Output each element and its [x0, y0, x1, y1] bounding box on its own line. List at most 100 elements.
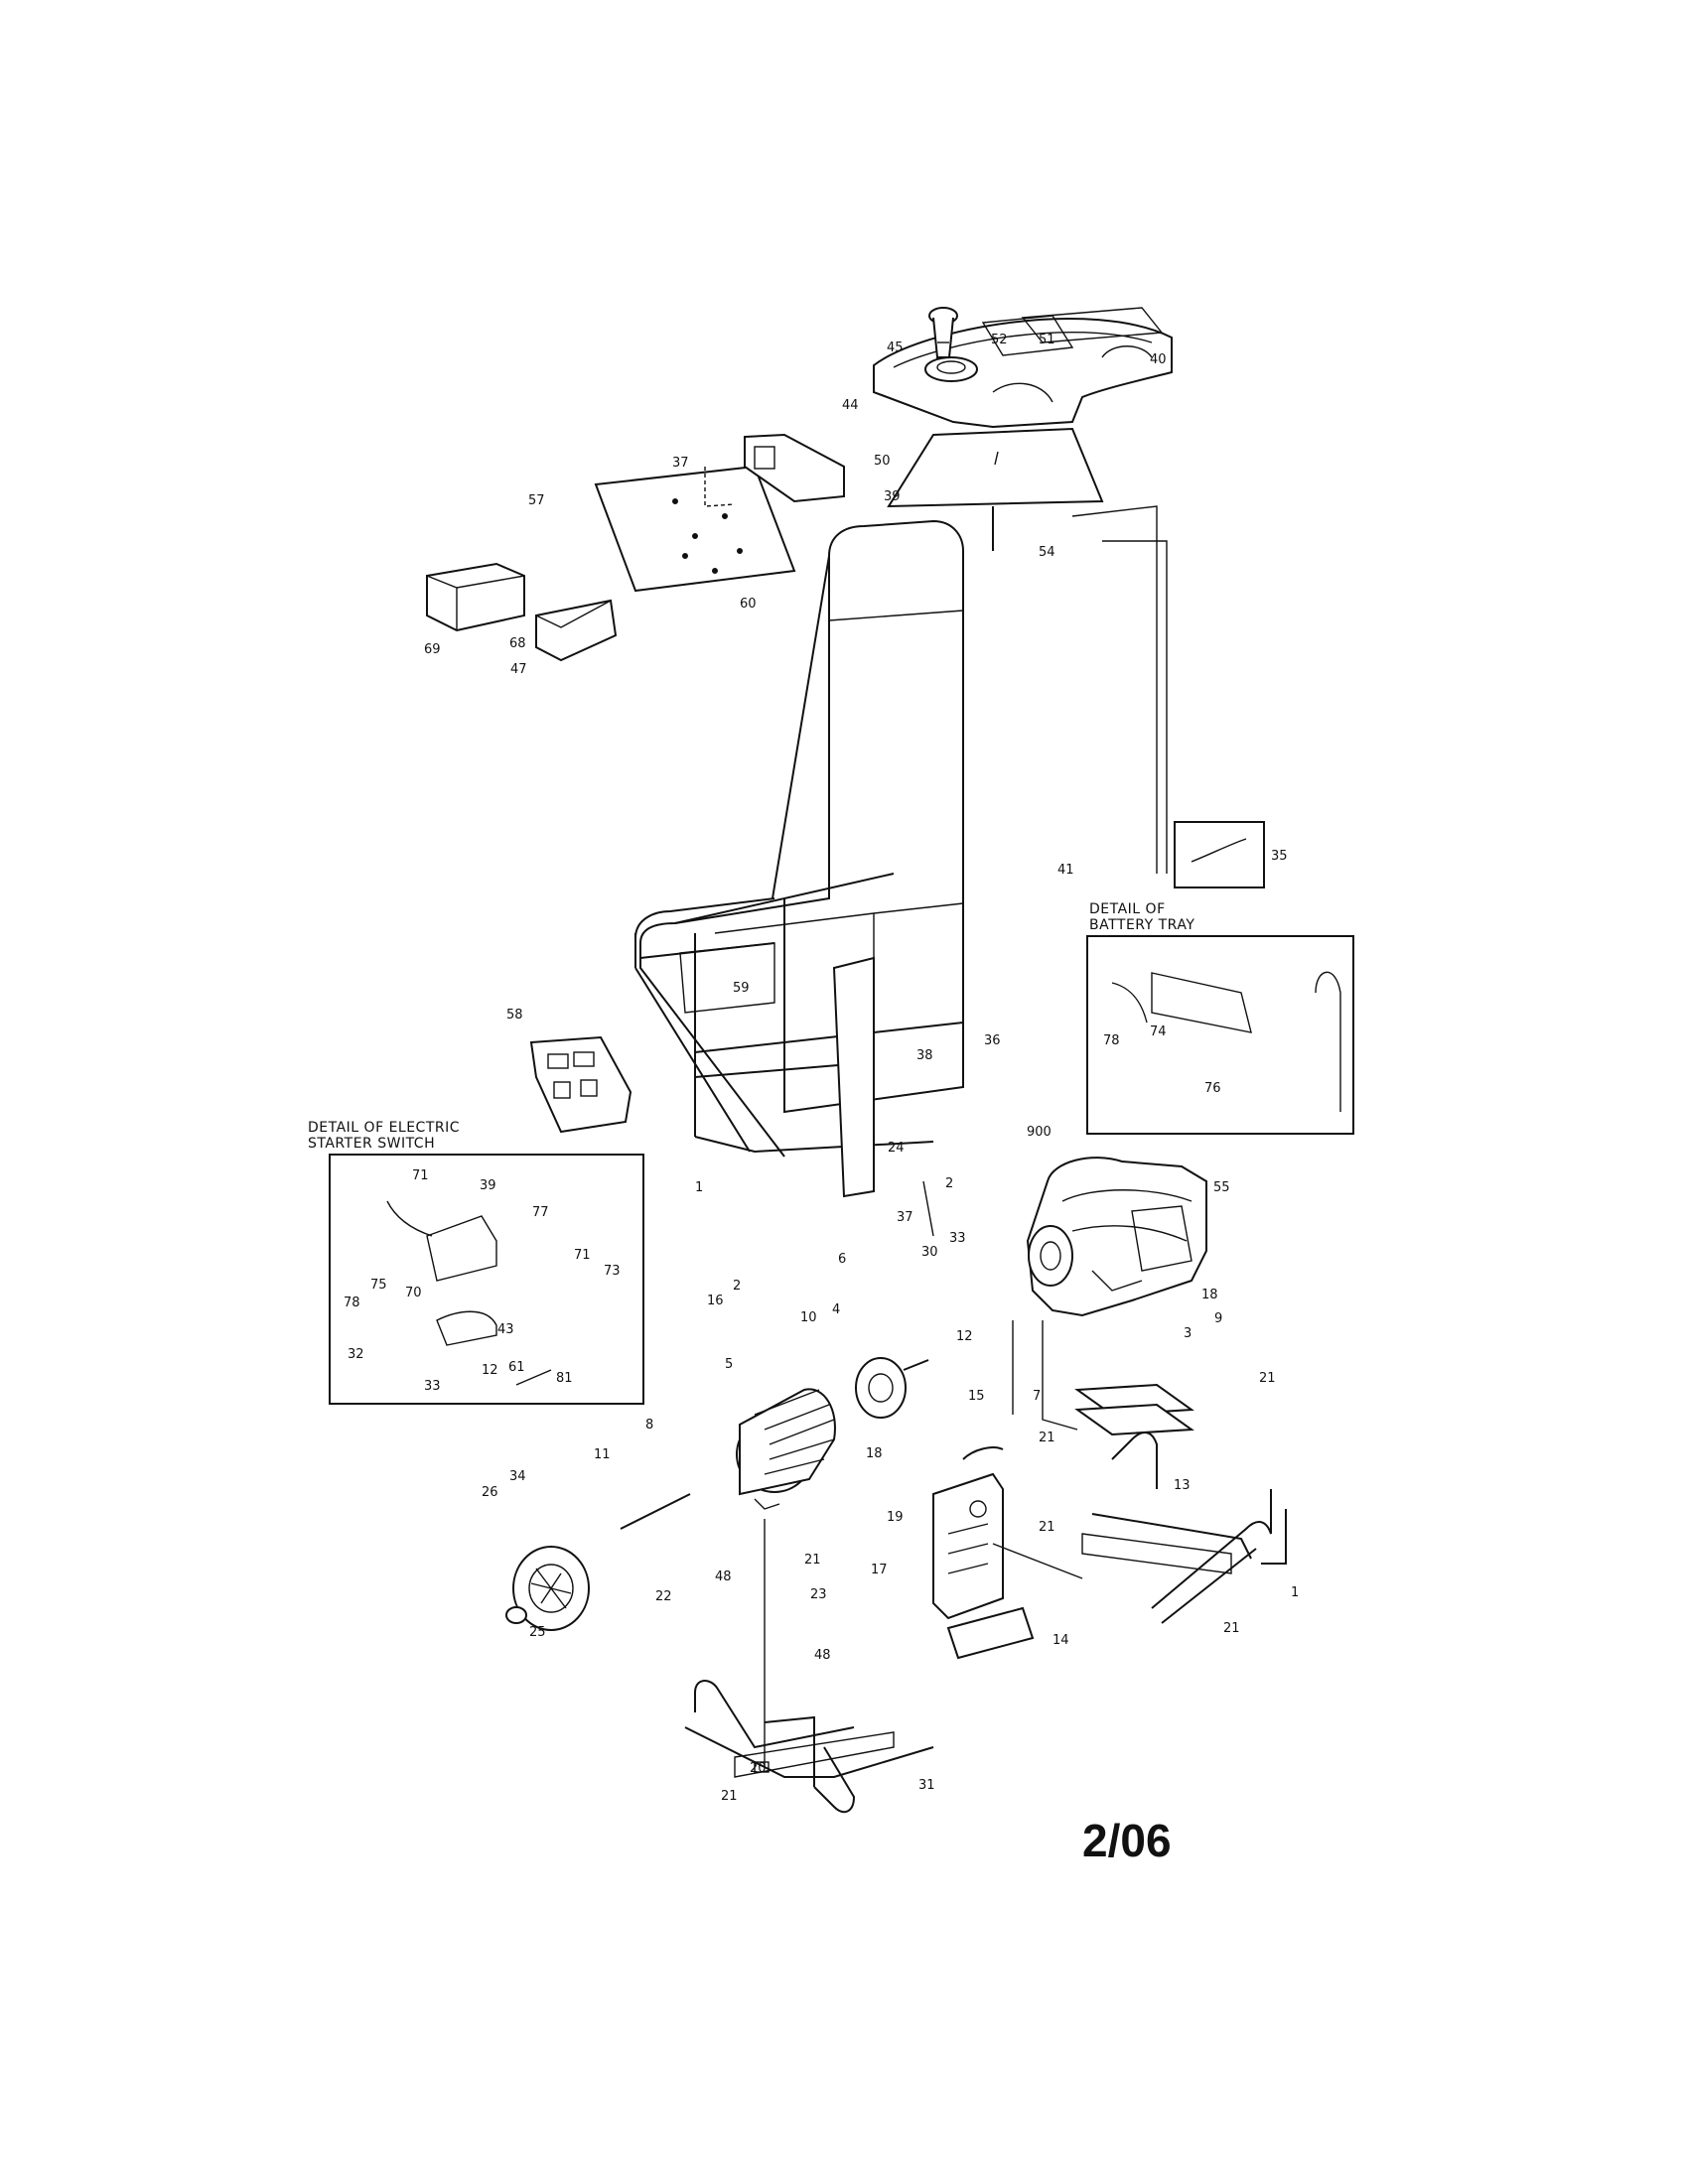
callout-48-low: 48 — [814, 1648, 831, 1663]
callout-18-muffler: 18 — [866, 1446, 883, 1461]
callout-73: 73 — [604, 1264, 621, 1279]
callout-1-frame: 1 — [695, 1180, 703, 1195]
callout-21-mount: 21 — [1039, 1431, 1055, 1445]
battery-tray-detail — [1086, 935, 1354, 1135]
callout-37-bottom: 37 — [897, 1210, 913, 1225]
starter-switch-title-line1: DETAIL OF ELECTRIC — [308, 1120, 460, 1136]
callout-41: 41 — [1057, 863, 1074, 878]
callout-1-cradle: 1 — [1291, 1585, 1299, 1600]
callout-4: 4 — [832, 1302, 840, 1317]
callout-60: 60 — [740, 597, 757, 612]
callout-35: 35 — [1271, 849, 1288, 864]
callout-26: 26 — [482, 1485, 498, 1500]
callout-68: 68 — [509, 636, 526, 651]
callout-2-stator: 2 — [733, 1279, 741, 1294]
callout-58: 58 — [506, 1008, 523, 1023]
callout-19: 19 — [887, 1510, 904, 1525]
fuel-tank — [873, 307, 1173, 429]
callout-52: 52 — [991, 333, 1008, 347]
callout-21-right-top: 21 — [1259, 1371, 1276, 1386]
callout-39-top: 39 — [884, 489, 901, 504]
callout-36: 36 — [984, 1033, 1001, 1048]
starter-switch-title-line2: STARTER SWITCH — [308, 1136, 435, 1152]
callout-48-mid: 48 — [715, 1570, 732, 1584]
callout-8: 8 — [645, 1418, 653, 1433]
callout-37-top: 37 — [672, 456, 689, 471]
callout-54: 54 — [1039, 545, 1055, 560]
callout-44: 44 — [842, 398, 859, 413]
fuel-cap — [928, 307, 958, 358]
callout-50: 50 — [874, 454, 891, 469]
callout-24: 24 — [888, 1141, 905, 1156]
callout-71-right: 71 — [574, 1248, 591, 1263]
callout-55: 55 — [1213, 1180, 1230, 1195]
callout-57: 57 — [528, 493, 545, 508]
callout-33-switch: 33 — [424, 1379, 441, 1394]
mounting-bracket-39 — [744, 433, 845, 503]
callout-7: 7 — [1033, 1389, 1041, 1404]
callout-25: 25 — [529, 1625, 546, 1640]
callout-43: 43 — [497, 1322, 514, 1337]
callout-70: 70 — [405, 1286, 422, 1300]
callout-3: 3 — [1184, 1326, 1192, 1341]
callout-59: 59 — [733, 981, 750, 996]
callout-21-stator: 21 — [804, 1553, 821, 1568]
cover-plate — [594, 465, 796, 593]
detail-box-35 — [1174, 821, 1265, 888]
callout-32: 32 — [348, 1347, 364, 1362]
callout-15: 15 — [968, 1389, 985, 1404]
engine — [1026, 1157, 1207, 1317]
callout-900: 900 — [1027, 1125, 1052, 1140]
battery-box — [426, 562, 525, 632]
callout-77: 77 — [532, 1205, 549, 1220]
callout-12-engine: 12 — [956, 1329, 973, 1344]
callout-16: 16 — [707, 1294, 724, 1308]
callout-11: 11 — [594, 1447, 611, 1462]
callout-6: 6 — [838, 1252, 846, 1267]
battery-tray-title-line2: BATTERY TRAY — [1089, 917, 1194, 933]
callout-14: 14 — [1052, 1633, 1069, 1648]
callout-69: 69 — [424, 642, 441, 657]
engine-mount-plate — [1074, 1383, 1194, 1436]
callout-18-engine: 18 — [1201, 1288, 1218, 1302]
battery-tray — [535, 599, 618, 662]
callout-78-switch: 78 — [344, 1296, 360, 1310]
alternator-end-cap — [505, 1546, 590, 1631]
callout-20: 20 — [750, 1761, 767, 1776]
frame-support-bar — [832, 956, 875, 1198]
revision-date: 2/06 — [1082, 1815, 1172, 1866]
callout-2-engine: 2 — [945, 1176, 953, 1191]
callout-81: 81 — [556, 1371, 573, 1386]
callout-17: 17 — [871, 1563, 888, 1577]
callout-39-detail: 39 — [480, 1178, 496, 1193]
callout-23: 23 — [810, 1587, 827, 1602]
callout-30: 30 — [921, 1245, 938, 1260]
callout-34: 34 — [509, 1469, 526, 1484]
callout-22: 22 — [655, 1589, 672, 1604]
callout-45: 45 — [887, 341, 904, 355]
through-bolt — [620, 1493, 691, 1530]
rear-cradle — [1081, 1432, 1287, 1624]
bearing-carrier — [855, 1357, 929, 1419]
callout-12-switch: 12 — [482, 1363, 498, 1378]
alternator-stator — [736, 1388, 836, 1510]
callout-75: 75 — [370, 1278, 387, 1293]
part-callouts: 45 52 51 40 44 50 37 57 39 54 60 69 68 4… — [344, 333, 1299, 1804]
control-panel — [529, 1035, 632, 1134]
callout-51: 51 — [1039, 333, 1055, 347]
callout-38: 38 — [916, 1048, 933, 1063]
callout-5: 5 — [725, 1357, 733, 1372]
main-frame — [634, 519, 964, 1158]
callout-74: 74 — [1150, 1024, 1167, 1039]
callout-61: 61 — [508, 1360, 525, 1375]
callout-10: 10 — [800, 1310, 817, 1325]
callout-40: 40 — [1150, 352, 1167, 367]
callout-21-front: 21 — [721, 1789, 738, 1804]
tank-gasket-plate — [887, 427, 1104, 551]
leader-lines — [764, 505, 1168, 1767]
muffler — [932, 1446, 1004, 1620]
callout-78-battery: 78 — [1103, 1033, 1120, 1048]
callout-71-top: 71 — [412, 1168, 429, 1183]
front-cradle — [684, 1680, 934, 1814]
